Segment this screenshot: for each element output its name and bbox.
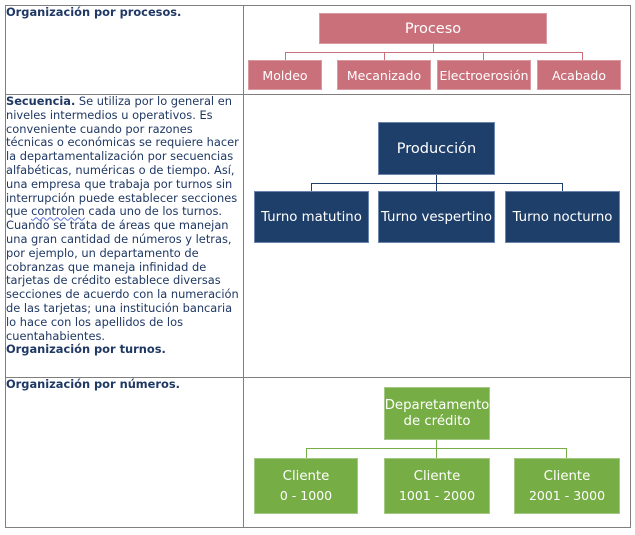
chart-child-box: Turno matutino	[254, 191, 369, 243]
connector-line	[433, 44, 434, 53]
org-chart-turnos: Producción Turno matutino Turno vesperti…	[243, 94, 631, 378]
chart-child-box: Mecanizado	[337, 60, 431, 90]
connector-line	[306, 448, 307, 458]
row-heading: Organización por procesos.	[6, 5, 182, 19]
connector-line	[436, 448, 437, 458]
table-row-secuencia: Secuencia. Se utiliza por lo general en …	[5, 94, 631, 378]
chart-child-box: Turno vespertino	[378, 191, 495, 243]
chart-child-box: Cliente 0 - 1000	[254, 458, 358, 514]
connector-line	[562, 183, 563, 191]
chart-child-box: Electroerosión	[437, 60, 531, 90]
org-chart-procesos: Proceso Moldeo Mecanizado Electroerosión…	[243, 5, 631, 95]
table-row-procesos: Organización por procesos. Proceso Molde…	[5, 5, 631, 95]
chart-child-box: Cliente 2001 - 3000	[514, 458, 620, 514]
connector-line	[436, 183, 437, 191]
org-chart-numeros: Deparetamento de crédito Cliente 0 - 100…	[243, 377, 631, 528]
connector-line	[311, 183, 563, 184]
document-page: Organización por procesos. Proceso Molde…	[5, 5, 631, 528]
connector-line	[436, 175, 437, 184]
client-label: Cliente	[543, 469, 591, 484]
connector-line	[566, 448, 567, 458]
connector-line	[582, 52, 583, 60]
client-label: Cliente	[413, 469, 461, 484]
row-body-text: cada uno de los turnos. Cuando se trata …	[6, 204, 239, 343]
connector-line	[483, 52, 484, 60]
chart-root-box: Deparetamento de crédito	[384, 387, 490, 440]
client-range: 2001 - 3000	[528, 488, 606, 503]
connector-line	[311, 183, 312, 191]
table-row-numeros: Organización por números. Deparetamento …	[5, 377, 631, 528]
spellcheck-word: controlen	[31, 204, 85, 219]
chart-child-box: Cliente 1001 - 2000	[384, 458, 490, 514]
row-heading: Organización por números.	[6, 377, 180, 391]
connector-line	[384, 52, 385, 60]
chart-root-box: Producción	[378, 122, 495, 175]
chart-child-box: Acabado	[537, 60, 621, 90]
row-heading: Secuencia.	[6, 94, 76, 108]
row-text-cell: Organización por números.	[5, 377, 244, 528]
row-body-text: Se utiliza por lo general en niveles int…	[6, 94, 239, 219]
row-text-cell: Secuencia. Se utiliza por lo general en …	[5, 94, 244, 378]
client-range: 1001 - 2000	[398, 488, 476, 503]
chart-child-box: Turno nocturno	[505, 191, 620, 243]
chart-root-box: Proceso	[319, 13, 547, 44]
connector-line	[285, 52, 582, 53]
client-range: 0 - 1000	[279, 488, 333, 503]
client-label: Cliente	[282, 469, 330, 484]
chart-child-box: Moldeo	[248, 60, 322, 90]
connector-line	[285, 52, 286, 60]
row-text-cell: Organización por procesos.	[5, 5, 244, 95]
connector-line	[436, 440, 437, 449]
departmentalization-table: Organización por procesos. Proceso Molde…	[5, 5, 631, 528]
row-subheading: Organización por turnos.	[6, 342, 166, 357]
